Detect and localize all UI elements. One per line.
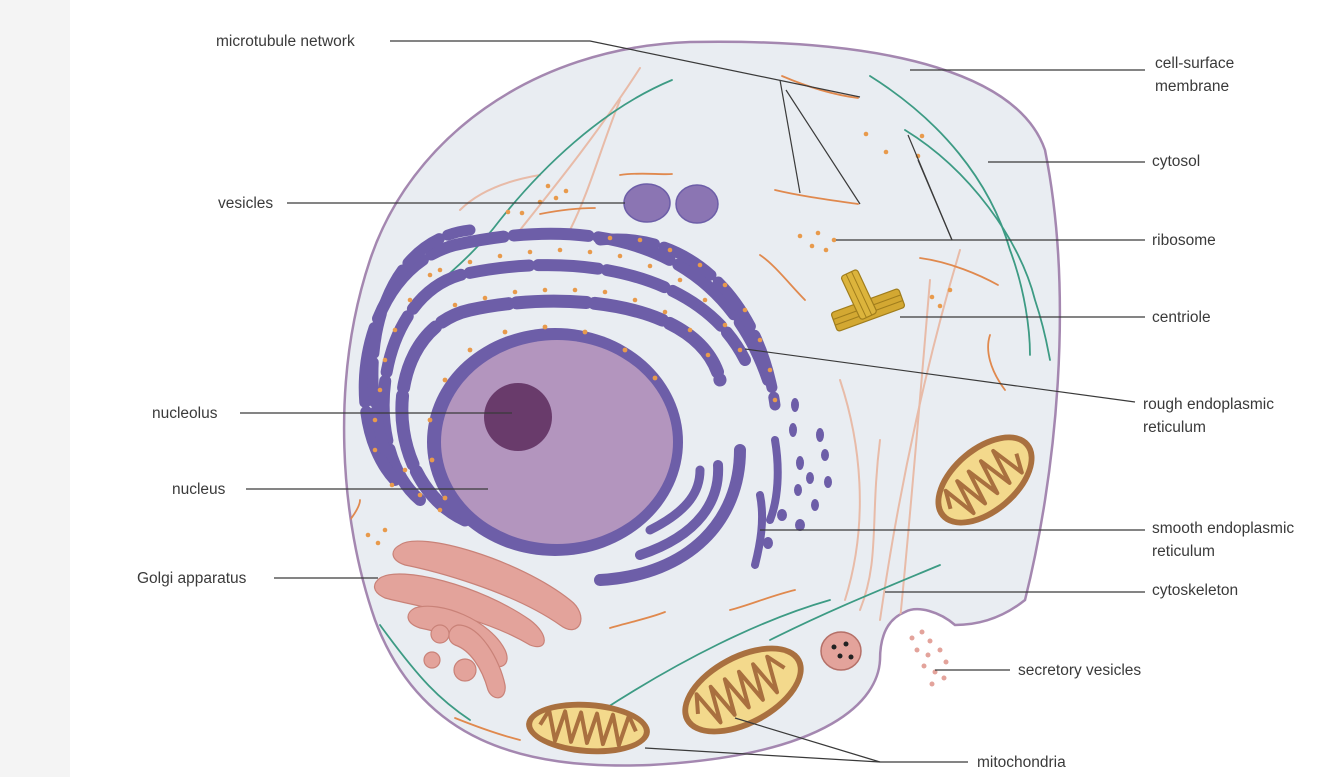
label-microtubule-network: microtubule network <box>216 33 355 50</box>
vesicle <box>675 184 719 224</box>
label-nucleus: nucleus <box>172 481 226 498</box>
label-cytosol: cytosol <box>1152 153 1201 170</box>
label-mitochondria: mitochondria <box>977 754 1066 771</box>
label-secretory-vesicles: secretory vesicles <box>1018 662 1142 679</box>
mitochondrion <box>526 701 650 755</box>
page-margin <box>0 0 70 777</box>
golgi-apparatus <box>374 540 582 699</box>
label-rough-er: rough endoplasmic reticulum <box>1143 396 1274 436</box>
leader-lines <box>240 40 1145 763</box>
vesicle <box>623 183 671 223</box>
label-golgi-apparatus: Golgi apparatus <box>137 570 247 587</box>
label-cell-surface-membrane: cell-surface membrane <box>1155 55 1235 95</box>
dense-vesicle <box>820 631 862 671</box>
label-centriole: centriole <box>1152 309 1211 326</box>
rough-er <box>358 224 781 527</box>
label-nucleolus: nucleolus <box>152 405 218 422</box>
nucleolus <box>484 383 552 451</box>
label-ribosome: ribosome <box>1152 232 1216 249</box>
smooth-er <box>594 436 782 586</box>
centriole <box>830 269 906 332</box>
label-smooth-er: smooth endoplasmic reticulum <box>1152 520 1295 560</box>
smooth-er-vesicles <box>763 398 832 549</box>
free-ribosomes <box>365 131 953 546</box>
label-cytoskeleton: cytoskeleton <box>1152 582 1239 599</box>
label-vesicles: vesicles <box>218 195 274 212</box>
microtubule-network-strands <box>349 75 1006 741</box>
mitochondrion <box>682 645 804 735</box>
envelope-ribosomes <box>427 324 658 501</box>
er-ribosomes <box>372 235 778 513</box>
mitochondrion <box>935 434 1035 526</box>
cytoskeleton-filaments <box>459 67 961 621</box>
nucleus <box>441 340 673 544</box>
secretory-vesicles <box>909 629 949 687</box>
